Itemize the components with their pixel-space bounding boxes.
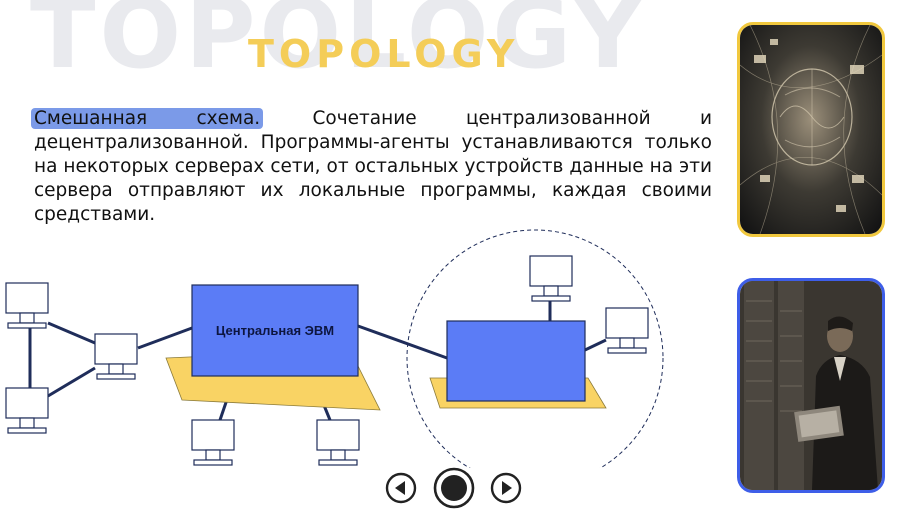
prev-icon [385, 472, 417, 504]
brain-tech-image [737, 22, 885, 237]
circle-icon [433, 467, 475, 509]
slide-paragraph: Смешанная схема. Сочетание централизован… [31, 107, 713, 227]
terminal-3 [94, 333, 138, 380]
next-slide-button[interactable] [490, 472, 522, 509]
paragraph-text: Сочетание централизованной и децентрализ… [34, 108, 713, 225]
central-host-label: Центральная ЭВМ [216, 323, 334, 338]
terminal-2 [5, 387, 49, 434]
home-slide-button[interactable] [433, 467, 475, 514]
prev-slide-button[interactable] [385, 472, 417, 509]
next-icon [490, 472, 522, 504]
terminal-1 [5, 282, 49, 329]
terminal-6 [529, 255, 573, 302]
terminal-7 [605, 307, 649, 354]
slide-title: TOPOLOGY [248, 32, 520, 76]
mixed-topology-diagram: Центральная ЭВМ [5, 229, 664, 468]
segment-server-box [446, 320, 586, 402]
central-host-box [191, 284, 359, 377]
background-watermark-title: TOPOLOGY [30, 0, 647, 90]
terminal-4 [191, 419, 235, 466]
highlighted-term: Смешанная схема. [31, 108, 264, 129]
terminal-5 [316, 419, 360, 466]
server-room-image [737, 278, 885, 493]
